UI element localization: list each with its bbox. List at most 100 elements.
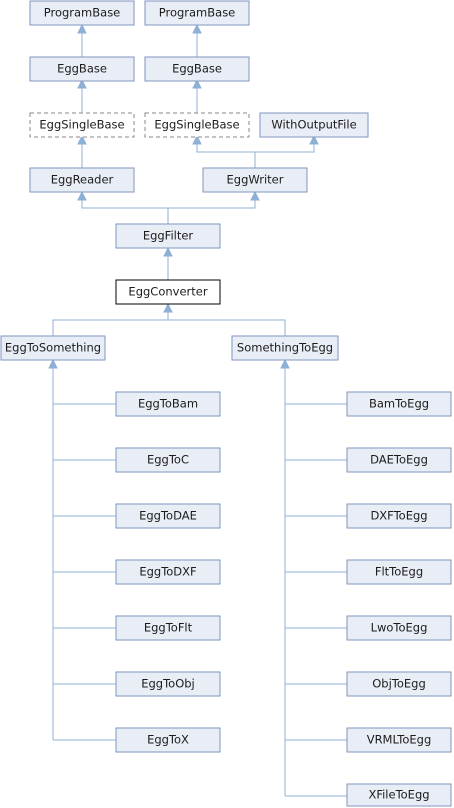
node-box [346, 391, 452, 417]
node-box [346, 671, 452, 697]
node-label: DXFToEgg [370, 509, 427, 523]
node-eggbase-2[interactable]: EggBase [144, 56, 250, 82]
node-label: LwoToEgg [371, 621, 428, 635]
node-label: EggToObj [141, 677, 195, 691]
node-label: EggToDXF [139, 565, 196, 579]
node-dxftoegg[interactable]: DXFToEgg [346, 503, 452, 529]
node-box [259, 112, 369, 138]
edge-somethingtoegg-eggconverter [168, 319, 286, 336]
edge-eggwriter-eggsinglebase2 [196, 138, 256, 168]
node-box [29, 0, 135, 26]
node-label: EggSingleBase [39, 118, 124, 132]
node-box [115, 223, 221, 249]
node-box [115, 615, 221, 641]
node-label: ProgramBase [44, 6, 121, 20]
arrowhead [77, 134, 87, 145]
node-label: FltToEgg [375, 565, 423, 579]
node-flttoegg[interactable]: FltToEgg [346, 559, 452, 585]
node-eggconverter[interactable]: EggConverter [115, 279, 221, 305]
node-eggtodae[interactable]: EggToDAE [115, 503, 221, 529]
node-eggreader[interactable]: EggReader [29, 167, 135, 193]
node-box [29, 56, 135, 82]
node-objtoegg[interactable]: ObjToEgg [346, 671, 452, 697]
node-label: EggConverter [128, 285, 207, 299]
node-label: BamToEgg [369, 397, 429, 411]
node-box [346, 447, 452, 473]
node-box [115, 503, 221, 529]
node-box [202, 167, 308, 193]
arrowhead [77, 78, 87, 89]
edge-eggwriter-withoutputfile [254, 138, 315, 168]
node-programbase-2[interactable]: ProgramBase [144, 0, 250, 26]
node-eggsinglebase-2[interactable]: EggSingleBase [144, 112, 250, 138]
node-xfiletoegg[interactable]: XFileToEgg [346, 783, 452, 807]
node-eggtodxf[interactable]: EggToDXF [115, 559, 221, 585]
node-label: EggFilter [143, 229, 194, 243]
node-box [115, 671, 221, 697]
arrowhead [309, 134, 319, 145]
node-label: EggReader [51, 173, 114, 187]
node-label: EggToSomething [5, 341, 101, 355]
node-box [115, 559, 221, 585]
arrowhead [77, 190, 87, 201]
node-label: EggToFlt [144, 621, 193, 635]
node-lwotoegg[interactable]: LwoToEgg [346, 615, 452, 641]
node-box [0, 335, 106, 361]
node-eggtox[interactable]: EggToX [115, 727, 221, 753]
node-label: EggToBam [138, 397, 198, 411]
arrowhead [163, 246, 173, 257]
edge-eggfilter-eggwriter [167, 194, 256, 224]
node-box [346, 503, 452, 529]
node-vrmltoegg[interactable]: VRMLToEgg [346, 727, 452, 753]
node-box [144, 56, 250, 82]
node-eggtoc[interactable]: EggToC [115, 447, 221, 473]
node-eggtobam[interactable]: EggToBam [115, 391, 221, 417]
node-label: SomethingToEgg [237, 341, 333, 355]
node-box [346, 727, 452, 753]
node-box [115, 279, 221, 305]
node-label: EggSingleBase [154, 118, 239, 132]
node-eggtosomething[interactable]: EggToSomething [0, 335, 106, 361]
node-label: EggToDAE [139, 509, 197, 523]
inheritance-edges [48, 23, 347, 797]
node-box [115, 727, 221, 753]
node-eggfilter[interactable]: EggFilter [115, 223, 221, 249]
node-withoutputfile[interactable]: WithOutputFile [259, 112, 369, 138]
node-label: EggWriter [227, 173, 284, 187]
node-box [346, 783, 452, 807]
edge-eggtosomething-eggconverter [52, 306, 169, 336]
node-somethingtoegg[interactable]: SomethingToEgg [231, 335, 339, 361]
node-box [144, 112, 250, 138]
node-label: EggBase [57, 62, 107, 76]
node-daetoegg[interactable]: DAEToEgg [346, 447, 452, 473]
node-box [231, 335, 339, 361]
node-programbase-1[interactable]: ProgramBase [29, 0, 135, 26]
node-box [144, 0, 250, 26]
node-label: VRMLToEgg [367, 733, 432, 747]
node-label: ObjToEgg [372, 677, 426, 691]
arrowhead [192, 78, 202, 89]
node-label: EggBase [172, 62, 222, 76]
node-eggwriter[interactable]: EggWriter [202, 167, 308, 193]
node-label: WithOutputFile [271, 118, 356, 132]
arrowhead [163, 302, 173, 313]
node-eggsinglebase-1[interactable]: EggSingleBase [29, 112, 135, 138]
arrowhead [192, 23, 202, 34]
node-box [115, 447, 221, 473]
node-label: EggToC [147, 453, 189, 467]
node-label: XFileToEgg [368, 788, 429, 802]
node-eggtoobj[interactable]: EggToObj [115, 671, 221, 697]
node-box [346, 559, 452, 585]
node-box [29, 112, 135, 138]
node-box [115, 391, 221, 417]
node-label: ProgramBase [159, 6, 236, 20]
node-eggbase-1[interactable]: EggBase [29, 56, 135, 82]
node-bamtoegg[interactable]: BamToEgg [346, 391, 452, 417]
node-label: DAEToEgg [370, 453, 428, 467]
arrowhead [48, 358, 58, 369]
node-label: EggToX [147, 733, 189, 747]
node-eggtoflt[interactable]: EggToFlt [115, 615, 221, 641]
arrowhead [77, 23, 87, 34]
node-box [29, 167, 135, 193]
